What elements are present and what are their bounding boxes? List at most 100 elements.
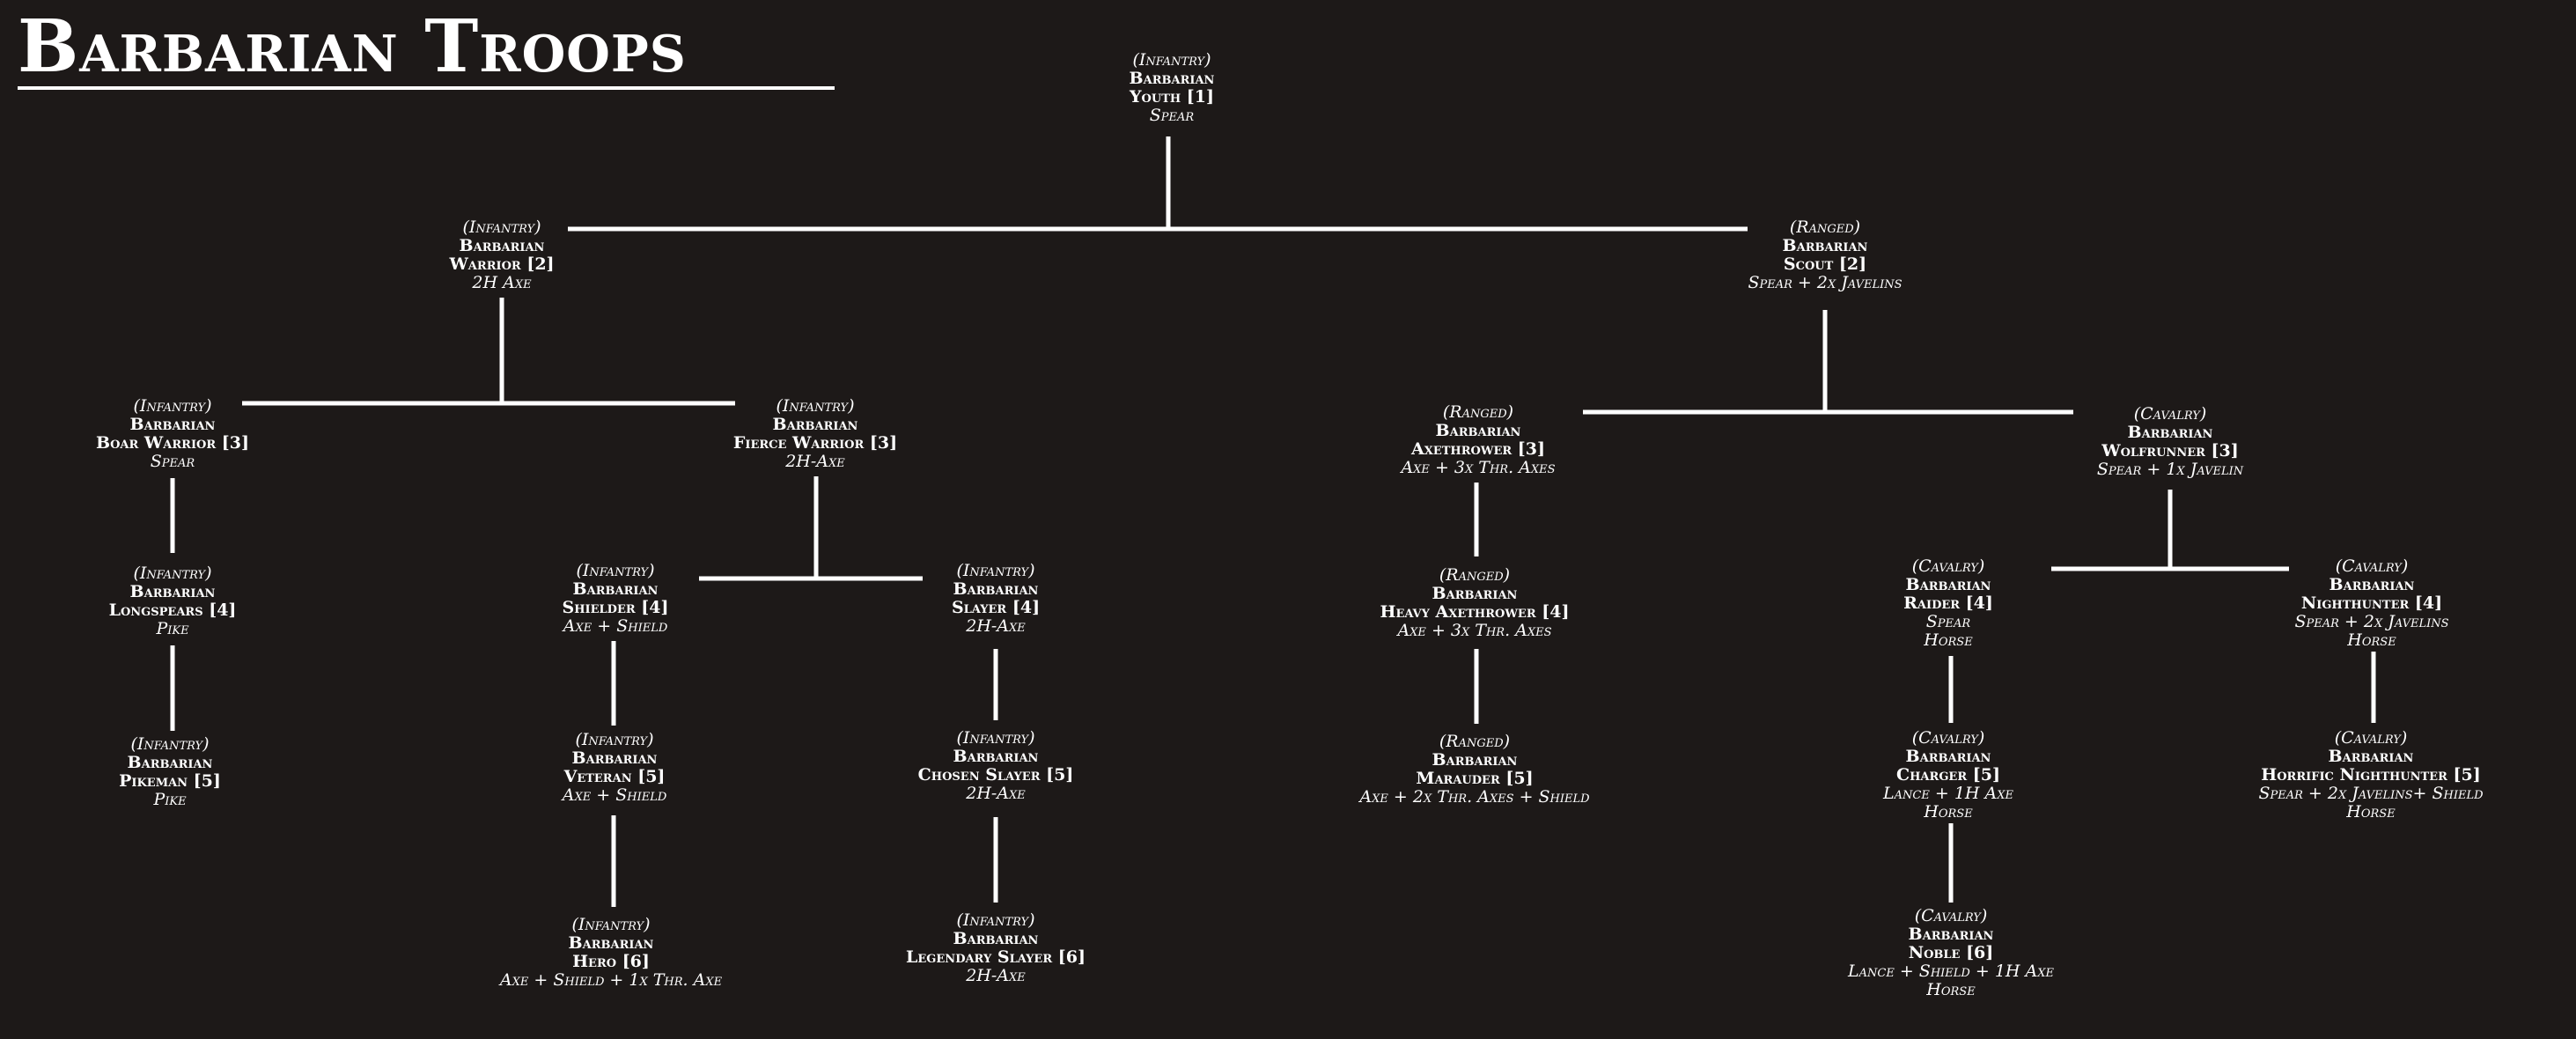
node-name: Wolfrunner [3] [2101,441,2239,461]
node-youth: (Infantry) Barbarian Youth [1] Spear [1130,51,1215,125]
node-class: (Infantry) [571,915,651,934]
node-class: (Infantry) [576,561,655,580]
node-boar-warrior: (Infantry) Barbarian Boar Warrior [3] Sp… [96,397,249,471]
node-veteran: (Infantry) Barbarian Veteran [5] Axe + S… [563,731,667,805]
node-equipment: 2H-Axe [966,784,1026,803]
node-class: (Cavalry) [2334,728,2408,748]
node-name: Horrific Nighthunter [5] [2261,765,2481,785]
node-name: Veteran [5] [563,767,666,786]
node-name: Axethrower [3] [1411,439,1545,459]
node-equipment: Axe + Shield [562,785,667,805]
node-class: (Cavalry) [2335,556,2409,576]
node-horrific-nighthunter: (Cavalry) Barbarian Horrific Nighthunter… [2258,729,2483,822]
node-mount: Horse [2346,802,2396,822]
node-equipment: 2H-Axe [785,452,845,471]
node-name: Raider [4] [1903,593,1993,613]
node-equipment: Spear [1925,612,1971,631]
node-name: Nighthunter [4] [2300,593,2443,613]
node-name: Barbarian [127,753,213,772]
node-class: (Infantry) [1132,50,1211,70]
node-class: (Cavalry) [1914,906,1988,925]
node-legendary-slayer: (Infantry) Barbarian Legendary Slayer [6… [906,911,1086,985]
node-class: (Cavalry) [2133,404,2207,424]
node-class: (Ranged) [1439,565,1511,585]
node-equipment: Axe + 2x Thr. Axes + Shield [1359,787,1590,807]
node-name: Charger [5] [1896,765,2000,785]
node-name: Barbarian [1908,925,1994,944]
node-noble: (Cavalry) Barbarian Noble [6] Lance + Sh… [1848,907,2054,999]
node-name: Barbarian [1129,69,1215,88]
node-class: (Ranged) [1442,402,1514,422]
node-charger: (Cavalry) Barbarian Charger [5] Lance + … [1883,729,2013,822]
node-class: (Infantry) [462,217,541,237]
node-class: (Infantry) [956,561,1035,580]
node-class: (Infantry) [130,734,210,754]
node-equipment: Pike [153,790,187,809]
node-name: Barbarian [2127,423,2213,442]
node-equipment: Pike [156,619,189,638]
node-name: Barbarian [1782,236,1868,255]
node-equipment: Axe + Shield + 1x Thr. Axe [499,970,723,990]
node-class: (Infantry) [956,910,1035,930]
node-name: Barbarian [572,579,659,599]
node-equipment: 2H Axe [472,273,532,292]
node-equipment: Lance + 1H Axe [1883,784,2013,803]
node-name: Barbarian [953,929,1039,948]
node-class: (Cavalry) [1911,728,1985,748]
node-name: Youth [1] [1129,87,1214,107]
node-mount: Horse [1924,802,1973,822]
node-longspears: (Infantry) Barbarian Longspears [4] Pike [109,564,237,638]
node-fierce-warrior: (Infantry) Barbarian Fierce Warrior [3] … [733,397,897,471]
node-chosen-slayer: (Infantry) Barbarian Chosen Slayer [5] 2… [918,729,1074,803]
node-equipment: Spear + 2x Javelins [1748,273,1903,292]
node-equipment: Axe + 3x Thr. Axes [1401,458,1556,477]
node-warrior: (Infantry) Barbarian Warrior [2] 2H Axe [449,218,554,292]
node-name: Barbarian [1432,750,1518,770]
node-class: (Infantry) [956,728,1035,748]
node-name: Barbarian [571,748,658,768]
node-equipment: Axe + 3x Thr. Axes [1397,621,1552,640]
node-mount: Horse [1924,630,1973,650]
node-name: Heavy Axethrower [4] [1380,602,1570,622]
node-axethrower: (Ranged) Barbarian Axethrower [3] Axe + … [1401,403,1555,477]
node-name: Barbarian [568,933,654,953]
node-name: Pikeman [5] [119,771,221,791]
node-marauder: (Ranged) Barbarian Marauder [5] Axe + 2x… [1359,733,1589,807]
node-name: Barbarian [129,415,216,434]
node-name: Barbarian [2328,747,2414,766]
node-name: Legendary Slayer [6] [906,947,1086,967]
node-raider: (Cavalry) Barbarian Raider [4] Spear Hor… [1903,557,1993,650]
node-scout: (Ranged) Barbarian Scout [2] Spear + 2x … [1748,218,1902,292]
node-name: Slayer [4] [951,598,1041,617]
node-slayer: (Infantry) Barbarian Slayer [4] 2H-Axe [952,562,1040,636]
node-shielder: (Infantry) Barbarian Shielder [4] Axe + … [563,562,669,636]
node-equipment: Spear + 2x Javelins+ Shield [2258,784,2484,803]
node-name: Barbarian [1435,421,1521,440]
node-name: Barbarian [1432,584,1518,603]
node-name: Barbarian [772,415,858,434]
node-name: Barbarian [129,582,216,601]
node-equipment: Axe + Shield [563,616,668,636]
node-class: (Ranged) [1439,732,1511,751]
node-mount: Horse [1926,980,1976,999]
node-name: Noble [6] [1908,943,1994,962]
node-name: Barbarian [1905,747,1991,766]
node-class: (Infantry) [575,730,654,749]
node-class: (Infantry) [133,564,212,583]
node-name: Barbarian [459,236,545,255]
page-title: Barbarian Troops [18,11,835,90]
node-name: Hero [6] [572,952,650,971]
node-equipment: Lance + Shield + 1H Axe [1847,962,2055,981]
node-equipment: Spear + 2x Javelins [2294,612,2449,631]
node-name: Warrior [2] [449,254,555,274]
node-mount: Horse [2347,630,2396,650]
node-name: Chosen Slayer [5] [917,765,1074,785]
node-class: (Ranged) [1789,217,1861,237]
node-equipment: Spear [150,452,195,471]
node-equipment: Spear + 1x Javelin [2096,460,2244,479]
node-name: Barbarian [953,747,1039,766]
node-name: Marauder [5] [1416,769,1534,788]
node-name: Fierce Warrior [3] [732,433,898,453]
node-equipment: 2H-Axe [966,966,1026,985]
